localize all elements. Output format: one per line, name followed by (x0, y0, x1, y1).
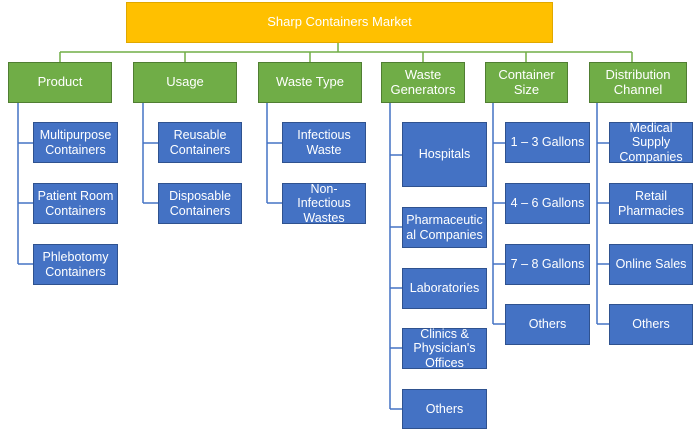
leaf-4-6-gallons: 4 – 6 Gallons (505, 183, 590, 224)
leaf-others-distribution-channel: Others (609, 304, 693, 345)
leaf-online-sales: Online Sales (609, 244, 693, 285)
leaf-patient-room-containers: Patient Room Containers (33, 183, 118, 224)
leaf-1-3-gallons: 1 – 3 Gallons (505, 122, 590, 163)
leaf-multipurpose-containers: Multipurpose Containers (33, 122, 118, 163)
leaf-infectious-waste: Infectious Waste (282, 122, 366, 163)
leaf-retail-pharmacies: Retail Pharmacies (609, 183, 693, 224)
leaf-others-waste-generators: Others (402, 389, 487, 429)
leaf-pharmaceutical-companies: Pharmaceutical Companies (402, 207, 487, 248)
leaf-others-container-size: Others (505, 304, 590, 345)
leaf-laboratories: Laboratories (402, 268, 487, 309)
category-product: Product (8, 62, 112, 103)
category-container-size: Container Size (485, 62, 568, 103)
category-waste-type: Waste Type (258, 62, 362, 103)
root-node: Sharp Containers Market (126, 2, 553, 43)
leaf-phlebotomy-containers: Phlebotomy Containers (33, 244, 118, 285)
category-distribution-channel: Distribution Channel (589, 62, 687, 103)
leaf-non-infectious-wastes: Non-Infectious Wastes (282, 182, 366, 225)
leaf-medical-supply-companies: Medical Supply Companies (609, 121, 693, 164)
category-usage: Usage (133, 62, 237, 103)
leaf-disposable-containers: Disposable Containers (158, 183, 242, 224)
category-waste-generators: Waste Generators (381, 62, 465, 103)
leaf-reusable-containers: Reusable Containers (158, 122, 242, 163)
leaf-clinics-physicians-offices: Clinics & Physician's Offices (402, 327, 487, 370)
leaf-hospitals: Hospitals (402, 122, 487, 187)
leaf-7-8-gallons: 7 – 8 Gallons (505, 244, 590, 285)
